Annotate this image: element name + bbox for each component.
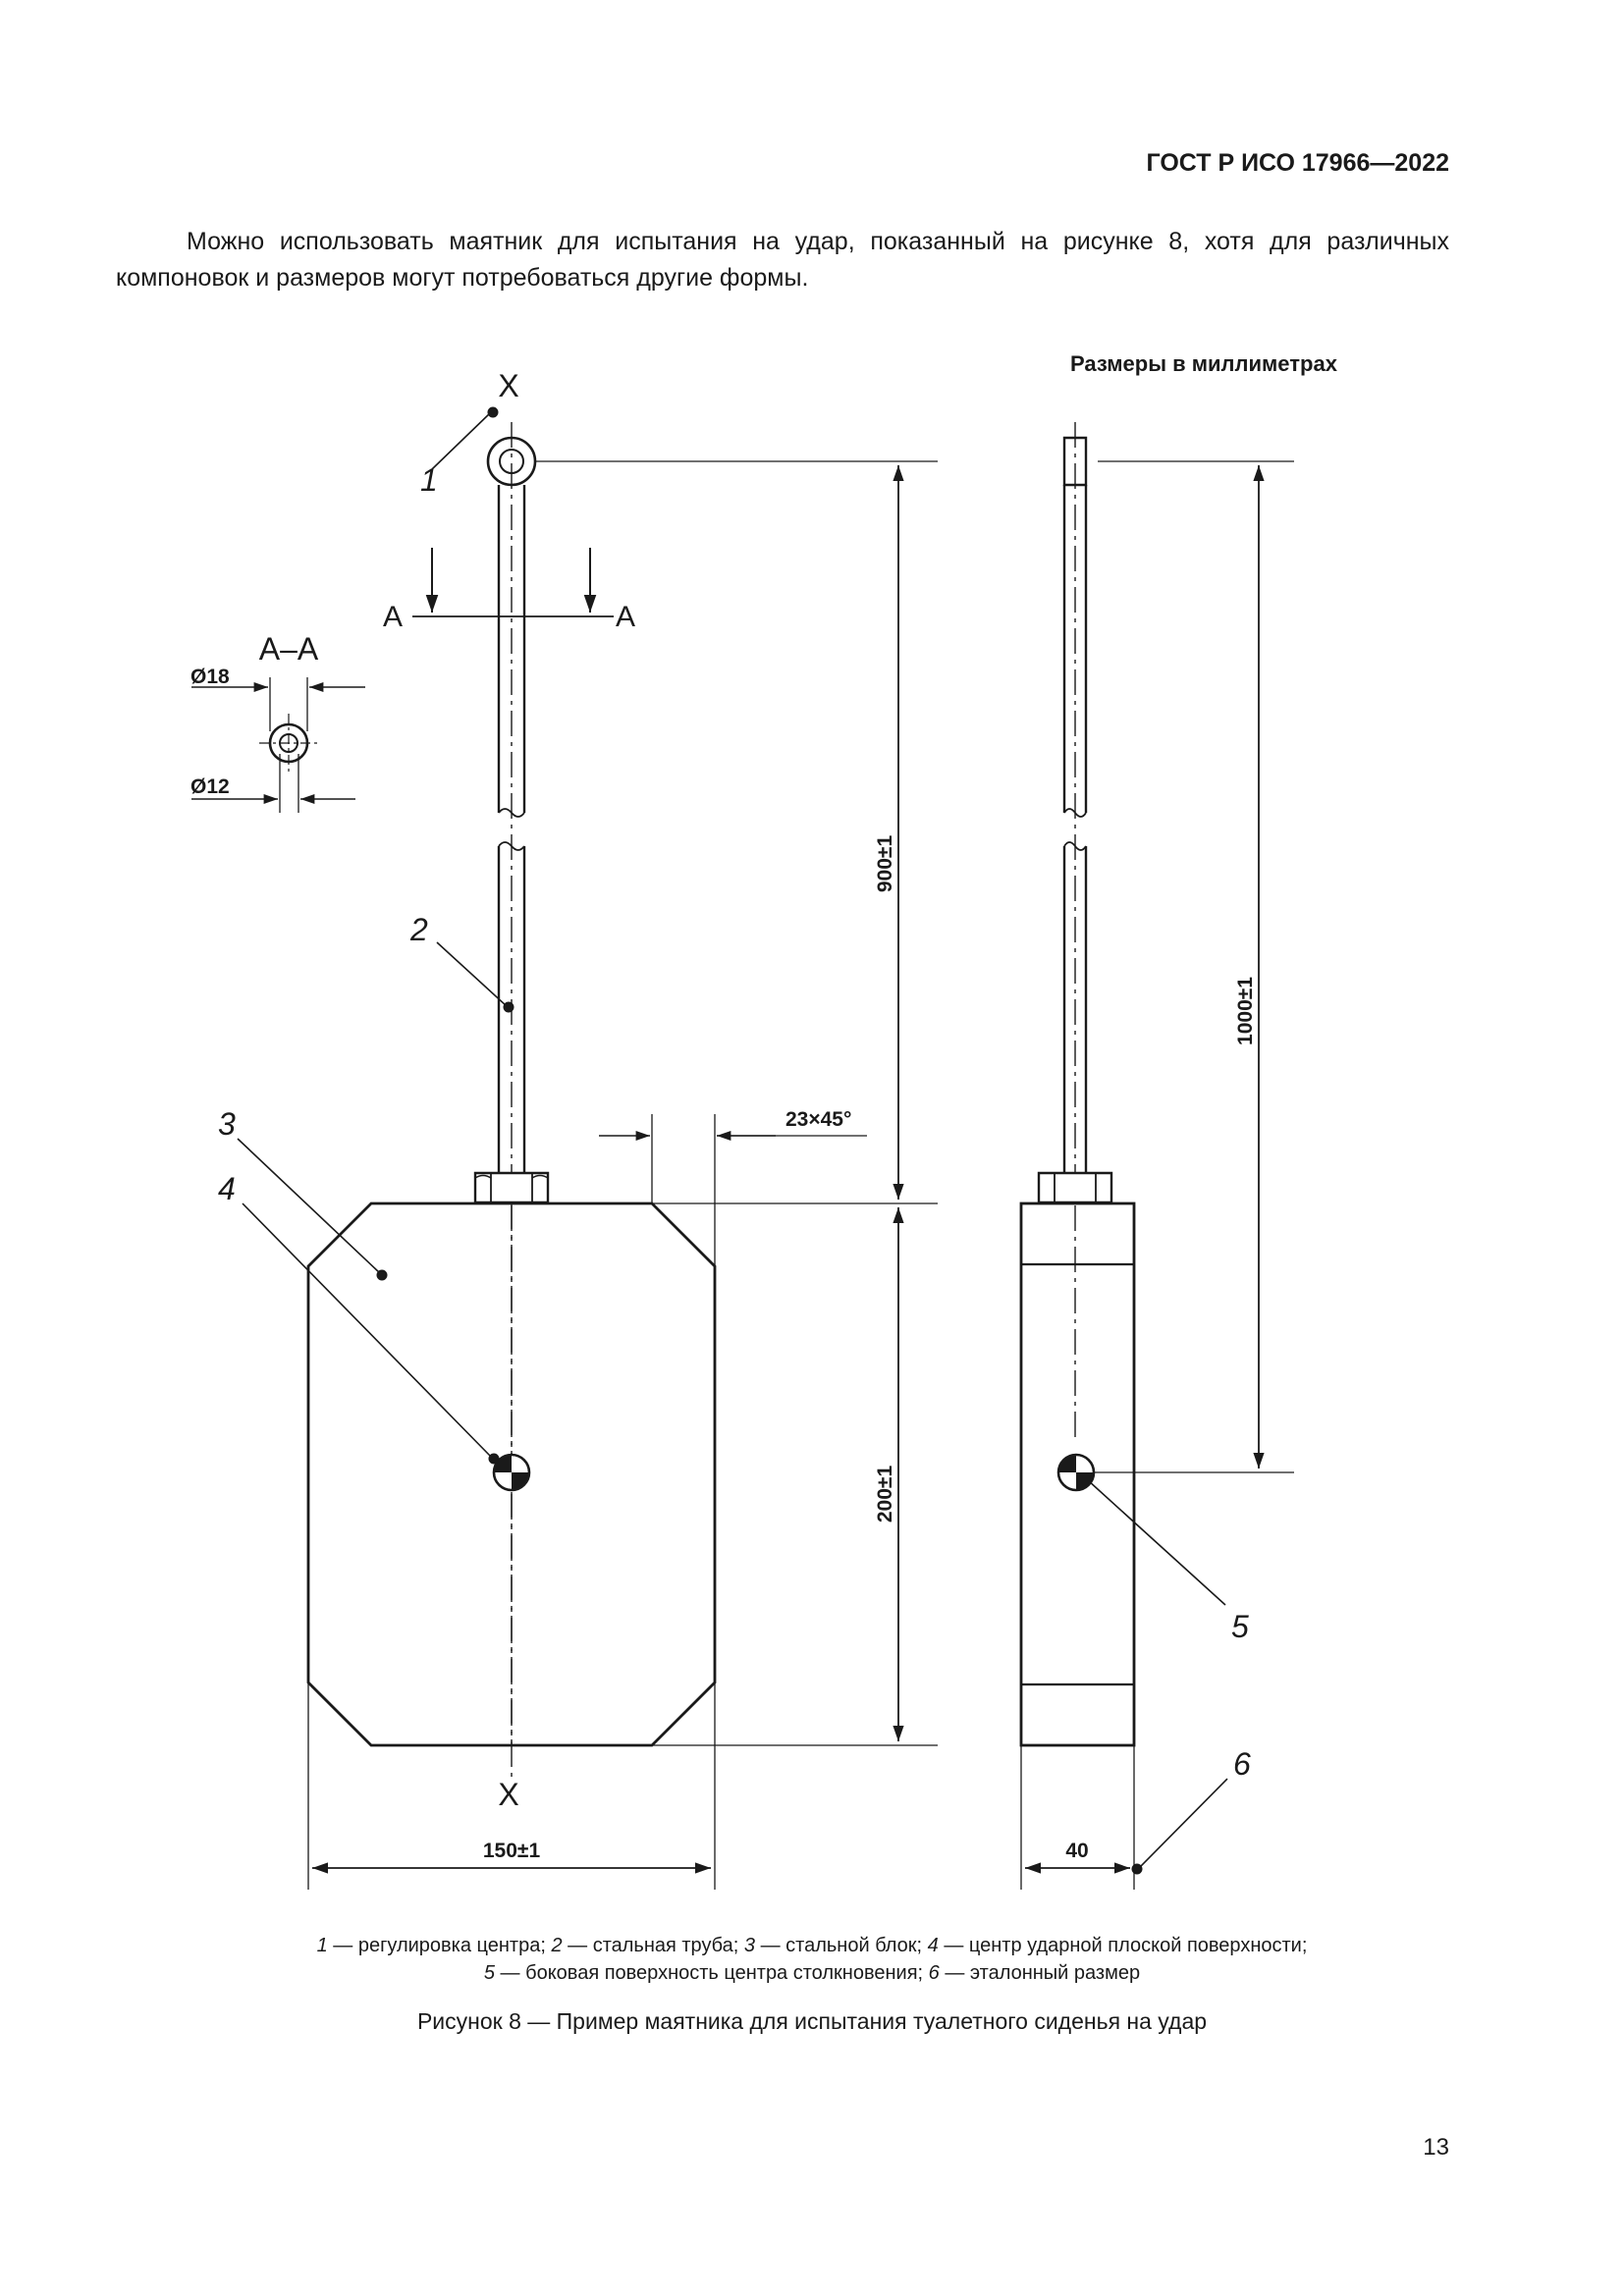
callout-4: 4 xyxy=(218,1171,236,1206)
legend-num: 1 xyxy=(316,1935,328,1956)
callout-3: 3 xyxy=(218,1106,236,1142)
dim-200-lines xyxy=(652,1207,938,1746)
tube-nut xyxy=(473,1171,550,1204)
standard-designation: ГОСТ Р ИСО 17966—2022 xyxy=(1146,149,1449,177)
dim-chamfer: 23×45° xyxy=(785,1108,851,1131)
callout-6: 6 xyxy=(1233,1746,1251,1782)
axis-label-bottom: X xyxy=(498,1777,518,1812)
dim-150: 150±1 xyxy=(483,1840,541,1862)
legend-text: — центр ударной плоской поверхности; xyxy=(938,1935,1308,1956)
dim-diameter-18: Ø18 xyxy=(190,666,230,688)
dim-1000: 1000±1 xyxy=(1234,977,1257,1045)
section-letter-left: A xyxy=(383,601,403,633)
section-cut xyxy=(412,548,614,617)
dim-diameter-12: Ø12 xyxy=(190,775,230,798)
dim-900: 900±1 xyxy=(874,835,896,893)
side-nut xyxy=(1037,1171,1113,1204)
body-paragraph: Можно использовать маятник для испытания… xyxy=(116,228,1449,292)
dim-40: 40 xyxy=(1065,1840,1088,1862)
axis-label-top: X xyxy=(498,368,518,403)
legend-num: 4 xyxy=(927,1935,939,1956)
section-letter-right: A xyxy=(616,601,635,633)
page-number: 13 xyxy=(1423,2134,1449,2161)
legend-text: — стальная труба; xyxy=(562,1935,744,1956)
side-view xyxy=(1019,422,1136,1747)
legend-text: — стальной блок; xyxy=(755,1935,928,1956)
figure-caption: Рисунок 8 — Пример маятника для испытани… xyxy=(416,2008,1208,2034)
callout-5: 5 xyxy=(1231,1609,1249,1644)
legend-text: — эталонный размер xyxy=(939,1962,1141,1984)
figure-legend: 1 — регулировка центра; 2 — стальная тру… xyxy=(0,1932,1624,1987)
dim-chamfer-lines xyxy=(599,1114,867,1266)
legend-num: 3 xyxy=(743,1935,756,1956)
dim-900-lines xyxy=(535,460,938,1204)
dim-40-lines xyxy=(1020,1745,1135,1890)
dim-1000-lines xyxy=(1094,460,1294,1473)
side-block xyxy=(1019,1201,1136,1747)
legend-num: 6 xyxy=(928,1962,940,1984)
front-view xyxy=(306,422,717,1782)
callout-leaders xyxy=(237,406,1228,1875)
section-title: А–А xyxy=(259,631,319,667)
dim-200: 200±1 xyxy=(874,1466,896,1523)
legend-line-2: 5 — боковая поверхность центра столкнове… xyxy=(0,1959,1624,1987)
adjust-eye-inner xyxy=(499,449,524,474)
dim-150-lines xyxy=(307,1682,716,1890)
section-detail xyxy=(191,677,365,813)
units-note: Размеры в миллиметрах xyxy=(1070,351,1337,376)
legend-text: — регулировка центра; xyxy=(327,1935,552,1956)
callout-2: 2 xyxy=(409,912,428,947)
legend-text: — боковая поверхность центра столкновени… xyxy=(495,1962,929,1984)
legend-num: 2 xyxy=(551,1935,563,1956)
callout-1: 1 xyxy=(420,462,438,498)
legend-line-1: 1 — регулировка центра; 2 — стальная тру… xyxy=(0,1932,1624,1959)
legend-num: 5 xyxy=(483,1962,495,1984)
